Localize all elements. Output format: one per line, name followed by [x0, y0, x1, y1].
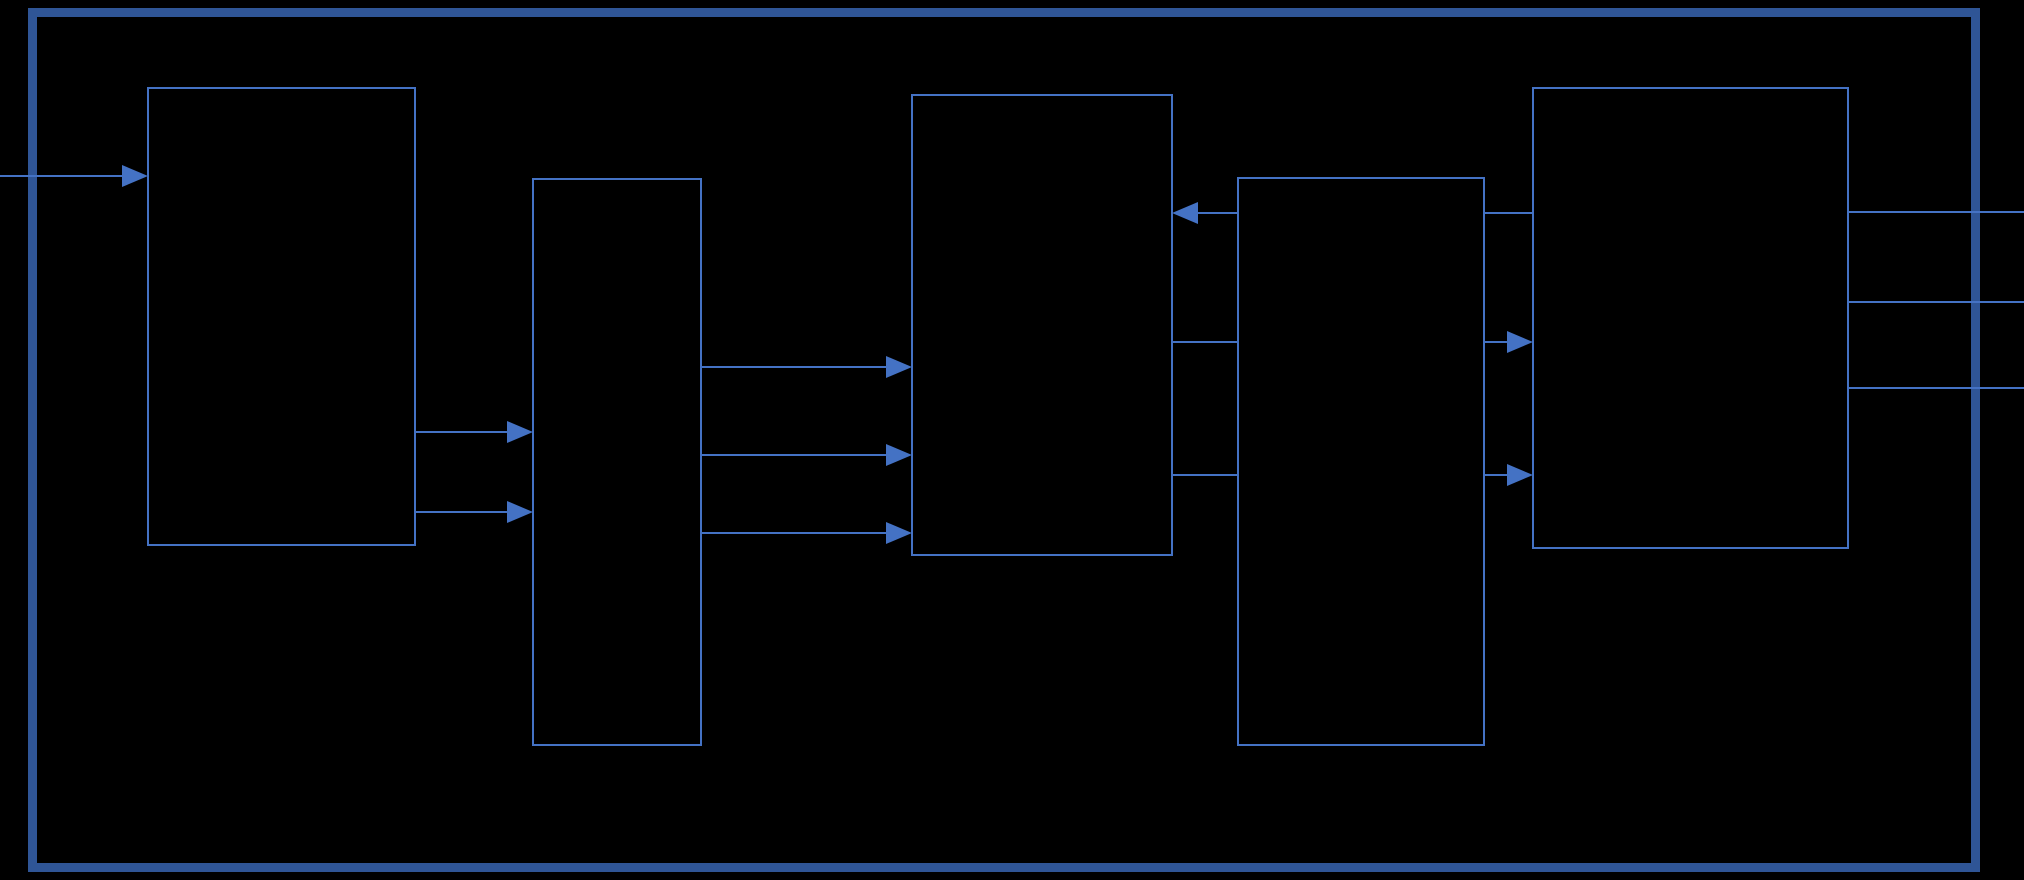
block-layer: [147, 87, 1849, 746]
conn-input-to-block1-arrowhead-icon: [122, 165, 148, 187]
block-4-rect[interactable]: [1237, 177, 1485, 746]
conn-block1-to-block2-a-arrowhead-icon: [507, 421, 533, 443]
block-3-rect[interactable]: [911, 94, 1173, 556]
conn-feedback-to-block3-arrowhead-icon: [1172, 202, 1198, 224]
conn-block2-to-block3-a-arrowhead-icon: [886, 356, 912, 378]
block-5-rect[interactable]: [1532, 87, 1849, 549]
block-2-rect[interactable]: [532, 178, 702, 746]
block-1-rect[interactable]: [147, 87, 416, 546]
conn-block1-to-block2-b-arrowhead-icon: [507, 501, 533, 523]
conn-block2-to-block3-c-arrowhead-icon: [886, 522, 912, 544]
conn-block2-to-block3-b-arrowhead-icon: [886, 444, 912, 466]
conn-block3-to-block5-b-arrowhead-icon: [1507, 464, 1533, 486]
conn-block3-to-block5-a-arrowhead-icon: [1507, 331, 1533, 353]
arrowhead-layer: [122, 165, 1533, 544]
